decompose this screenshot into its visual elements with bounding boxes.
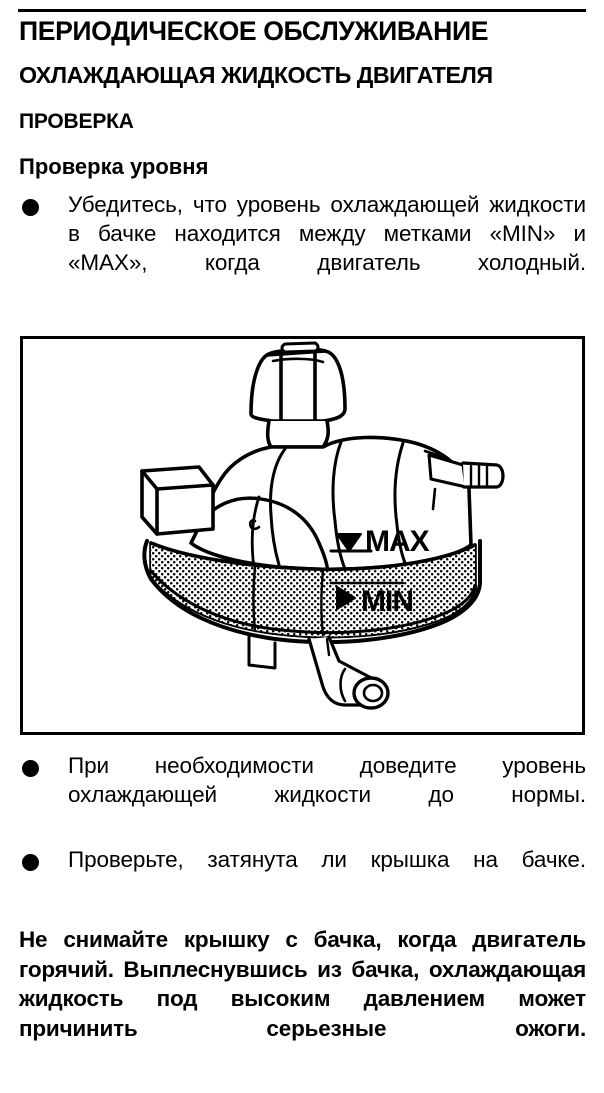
header-rule (18, 9, 586, 12)
warning-text: Не снимайте крышку с бачка, когда двигат… (19, 927, 586, 1041)
bullet-list-bottom-2: Проверьте, затянута ли крышка на бачке. (19, 845, 586, 903)
section-heading: ПРОВЕРКА (19, 110, 134, 133)
max-label: MAX (365, 525, 430, 558)
reservoir-cap (249, 341, 347, 449)
bullet-dot-icon (22, 199, 39, 216)
min-label: MIN (361, 585, 413, 618)
bullet-dot-icon (22, 760, 39, 777)
page-title: ПЕРИОДИЧЕСКОЕ ОБСЛУЖИВАНИЕ (19, 16, 489, 46)
max-level-marker (329, 533, 373, 553)
list-item: Убедитесь, что уровень охлаждающей жидко… (19, 190, 586, 306)
bullet-list-bottom-1: При необходимости доведите уровень охлаж… (19, 751, 586, 838)
figure-coolant-reservoir: MAX MIN (20, 336, 585, 735)
upper-hose-outlet (423, 449, 505, 511)
lower-hose-outlet (247, 635, 390, 710)
subsection-heading: Проверка уровня (19, 154, 209, 179)
reservoir-drawing: MAX MIN (140, 341, 505, 710)
list-item: При необходимости доведите уровень охлаж… (19, 751, 586, 838)
list-item-text: Убедитесь, что уровень охлаждающей жидко… (68, 192, 586, 275)
bullet-dot-icon (22, 854, 39, 871)
min-level-marker (329, 581, 405, 610)
list-item-text: Проверьте, затянута ли крышка на бачке. (68, 847, 586, 872)
list-item-text: При необходимости доведите уровень охлаж… (68, 753, 586, 807)
bullet-list-top: Убедитесь, что уровень охлаждающей жидко… (19, 190, 586, 306)
page-subtitle: ОХЛАЖДАЮЩАЯ ЖИДКОСТЬ ДВИГАТЕЛЯ (19, 62, 493, 88)
mounting-bracket (140, 465, 215, 536)
list-item: Проверьте, затянута ли крышка на бачке. (19, 845, 586, 903)
